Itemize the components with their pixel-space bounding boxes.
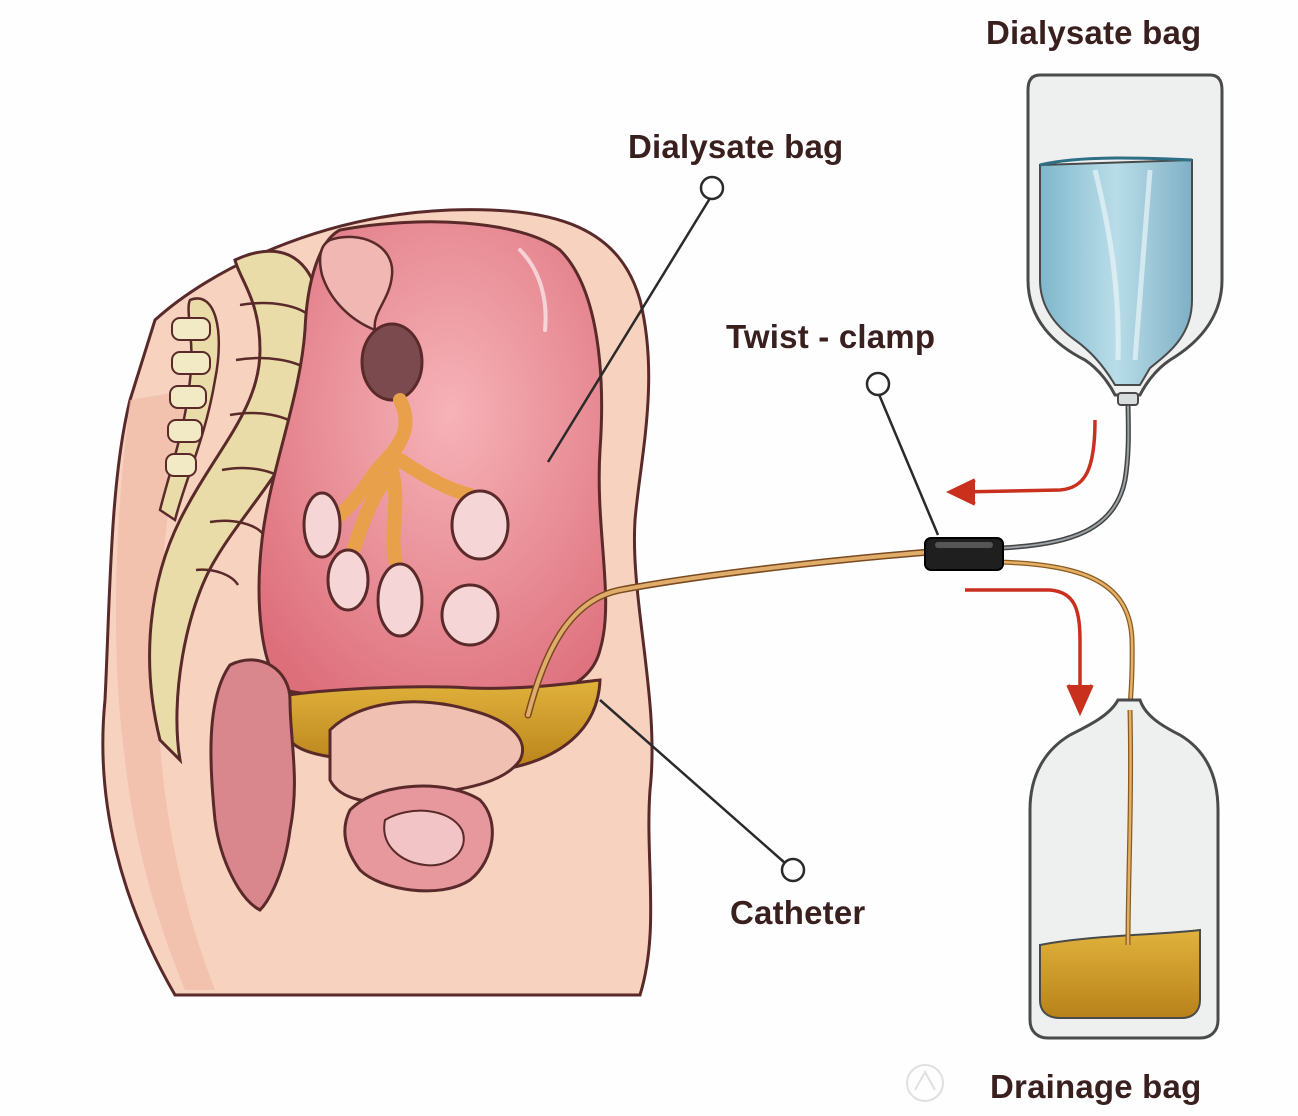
intestines bbox=[302, 235, 510, 647]
label-dialysate-bag-top: Dialysate bag bbox=[986, 14, 1202, 51]
peritoneal-cavity bbox=[257, 220, 608, 703]
label-dialysate-bag-abdomen: Dialysate bag bbox=[628, 128, 844, 165]
leader-catheter bbox=[599, 699, 806, 883]
drainage-bag bbox=[1028, 698, 1220, 1040]
watermark-logo bbox=[906, 1064, 944, 1102]
leader-abdomen bbox=[546, 175, 725, 463]
label-twist-clamp: Twist - clamp bbox=[726, 318, 936, 355]
pelvic-organs bbox=[209, 658, 524, 912]
spine bbox=[148, 249, 324, 765]
outflow-tube bbox=[999, 559, 1135, 711]
label-catheter: Catheter bbox=[730, 894, 866, 931]
twist-clamp bbox=[924, 537, 1004, 571]
dialysate-bag bbox=[1026, 73, 1224, 406]
abdomen-cross-section bbox=[101, 208, 654, 997]
flow-arrow-out-icon bbox=[965, 588, 1094, 717]
label-drainage-bag: Drainage bag bbox=[990, 1068, 1202, 1105]
flow-arrow-in-icon bbox=[945, 419, 1097, 506]
inflow-tube bbox=[999, 399, 1131, 551]
leader-clamp bbox=[865, 371, 940, 536]
